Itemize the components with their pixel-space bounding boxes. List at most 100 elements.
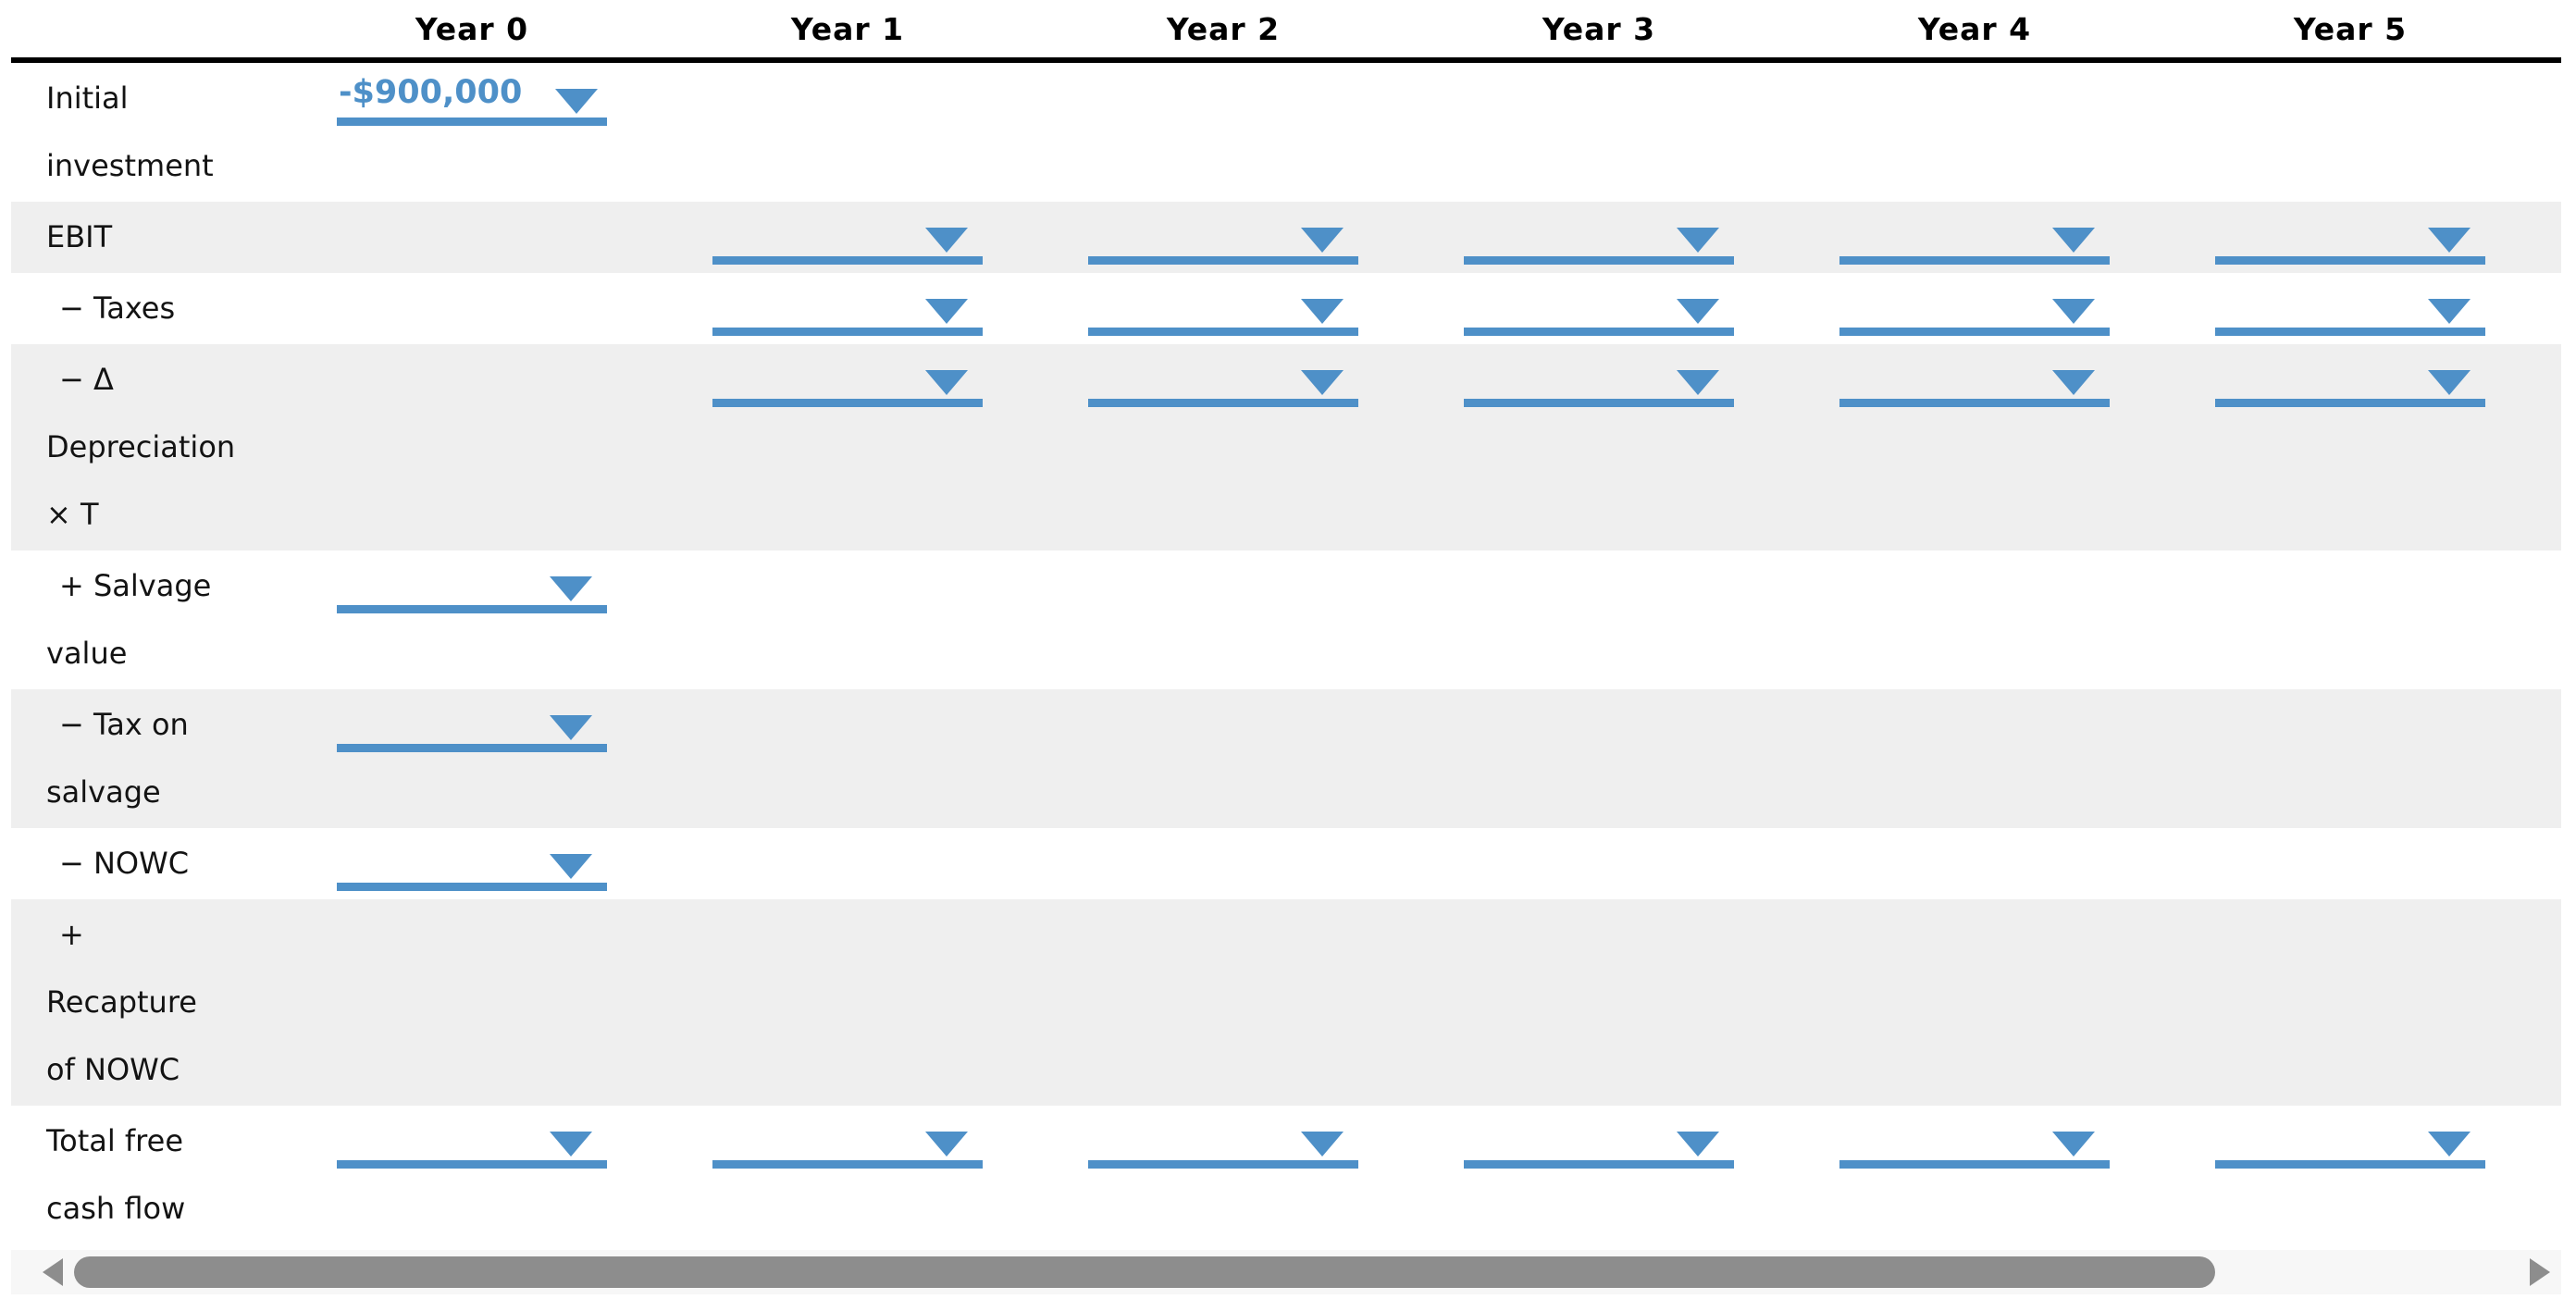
answer-dropdown-total-free-cash-flow-year-5[interactable]: [2215, 1107, 2485, 1169]
row-label-line: salvage: [46, 774, 161, 810]
column-header-year-1: Year 1: [790, 10, 905, 47]
answer-dropdown-taxes-year-2[interactable]: [1088, 275, 1358, 336]
answer-dropdown-ebit-year-5[interactable]: [2215, 204, 2485, 265]
table-row-taxes: − Taxes: [11, 273, 2561, 344]
cell-taxes-year-3: [1411, 275, 1787, 336]
cell-delta-depreciation-x-t-year-1: [660, 346, 1035, 407]
cell-nowc-year-0: [284, 830, 660, 891]
row-label-line: investment: [46, 148, 214, 183]
answer-dropdown-taxes-year-5[interactable]: [2215, 275, 2485, 336]
dropdown-value: -$900,000: [339, 74, 523, 111]
dropdown-arrow-icon: [550, 576, 592, 601]
row-label-line: × T: [46, 497, 99, 532]
answer-dropdown-delta-depreciation-x-t-year-2[interactable]: [1088, 346, 1358, 407]
scrollbar-thumb[interactable]: [74, 1256, 2215, 1288]
answer-dropdown-taxes-year-1[interactable]: [712, 275, 983, 336]
column-header-year-2: Year 2: [1166, 10, 1281, 47]
answer-dropdown-total-free-cash-flow-year-1[interactable]: [712, 1107, 983, 1169]
cell-taxes-year-4: [1787, 275, 2162, 336]
dropdown-arrow-icon: [2052, 228, 2095, 253]
answer-dropdown-total-free-cash-flow-year-2[interactable]: [1088, 1107, 1358, 1169]
row-label-ebit: EBIT: [11, 204, 284, 271]
cell-ebit-year-4: [1787, 204, 2162, 265]
dropdown-arrow-icon: [2428, 1132, 2471, 1157]
answer-dropdown-delta-depreciation-x-t-year-3[interactable]: [1464, 346, 1734, 407]
column-header-year-5: Year 5: [2293, 10, 2408, 47]
dropdown-arrow-icon: [555, 89, 598, 114]
cell-total-free-cash-flow-year-1: [660, 1107, 1035, 1169]
dropdown-arrow-icon: [2428, 299, 2471, 324]
row-label-line: − Tax on: [59, 707, 189, 742]
answer-dropdown-tax-on-salvage-year-0[interactable]: [337, 691, 607, 752]
cell-total-free-cash-flow-year-2: [1035, 1107, 1411, 1169]
cell-taxes-year-1: [660, 275, 1035, 336]
dropdown-arrow-icon: [550, 715, 592, 740]
row-label-taxes: − Taxes: [11, 275, 284, 342]
dropdown-arrow-icon: [1677, 228, 1719, 253]
answer-dropdown-taxes-year-4[interactable]: [1839, 275, 2110, 336]
dropdown-arrow-icon: [550, 854, 592, 879]
row-label-line: Depreciation: [46, 429, 236, 464]
dropdown-arrow-icon: [925, 228, 968, 253]
cell-total-free-cash-flow-year-5: [2162, 1107, 2538, 1169]
answer-dropdown-delta-depreciation-x-t-year-5[interactable]: [2215, 346, 2485, 407]
dropdown-arrow-icon: [925, 299, 968, 324]
dropdown-arrow-icon: [1301, 370, 1344, 395]
answer-dropdown-ebit-year-3[interactable]: [1464, 204, 1734, 265]
row-label-delta-depreciation-x-t: − Δ Depreciation × T: [11, 346, 284, 549]
answer-dropdown-ebit-year-2[interactable]: [1088, 204, 1358, 265]
answer-dropdown-salvage-value-year-0[interactable]: [337, 552, 607, 613]
row-label-line: + Salvage: [59, 568, 212, 603]
dropdown-arrow-icon: [2052, 370, 2095, 395]
cell-ebit-year-1: [660, 204, 1035, 265]
dropdown-arrow-icon: [1677, 370, 1719, 395]
table-row-salvage-value: + Salvage value: [11, 551, 2561, 689]
row-label-line: − Δ: [59, 362, 114, 397]
cell-total-free-cash-flow-year-4: [1787, 1107, 2162, 1169]
dropdown-arrow-icon: [2052, 1132, 2095, 1157]
answer-dropdown-delta-depreciation-x-t-year-1[interactable]: [712, 346, 983, 407]
scroll-right-icon[interactable]: [2530, 1258, 2550, 1286]
answer-dropdown-total-free-cash-flow-year-3[interactable]: [1464, 1107, 1734, 1169]
cell-ebit-year-2: [1035, 204, 1411, 265]
cell-delta-depreciation-x-t-year-3: [1411, 346, 1787, 407]
table-row-tax-on-salvage: − Tax on salvage: [11, 689, 2561, 828]
dropdown-arrow-icon: [550, 1132, 592, 1157]
cell-tax-on-salvage-year-0: [284, 691, 660, 752]
scroll-left-icon[interactable]: [43, 1258, 63, 1286]
answer-dropdown-total-free-cash-flow-year-4[interactable]: [1839, 1107, 2110, 1169]
cell-initial-investment-year-0: -$900,000: [284, 65, 660, 126]
row-label-line: − Taxes: [59, 291, 176, 326]
dropdown-arrow-icon: [1301, 1132, 1344, 1157]
row-label-line: Initial: [46, 80, 129, 116]
cell-delta-depreciation-x-t-year-5: [2162, 346, 2538, 407]
table-row-nowc: − NOWC: [11, 828, 2561, 899]
column-header-year-4: Year 4: [1917, 10, 2032, 47]
dropdown-arrow-icon: [1677, 1132, 1719, 1157]
cell-total-free-cash-flow-year-3: [1411, 1107, 1787, 1169]
answer-dropdown-total-free-cash-flow-year-0[interactable]: [337, 1107, 607, 1169]
cell-ebit-year-5: [2162, 204, 2538, 265]
answer-dropdown-nowc-year-0[interactable]: [337, 830, 607, 891]
row-label-tax-on-salvage: − Tax on salvage: [11, 691, 284, 826]
cell-total-free-cash-flow-year-0: [284, 1107, 660, 1169]
row-label-line: value: [46, 636, 128, 671]
answer-dropdown-taxes-year-3[interactable]: [1464, 275, 1734, 336]
answer-dropdown-ebit-year-4[interactable]: [1839, 204, 2110, 265]
answer-dropdown-delta-depreciation-x-t-year-4[interactable]: [1839, 346, 2110, 407]
answer-dropdown-ebit-year-1[interactable]: [712, 204, 983, 265]
horizontal-scrollbar[interactable]: [11, 1250, 2561, 1294]
cell-taxes-year-5: [2162, 275, 2538, 336]
cell-taxes-year-2: [1035, 275, 1411, 336]
row-label-salvage-value: + Salvage value: [11, 552, 284, 687]
dropdown-arrow-icon: [2052, 299, 2095, 324]
table-row-delta-depreciation-x-t: − Δ Depreciation × T: [11, 344, 2561, 551]
answer-dropdown-initial-investment-year-0[interactable]: -$900,000: [337, 65, 607, 126]
cell-delta-depreciation-x-t-year-4: [1787, 346, 2162, 407]
dropdown-arrow-icon: [1301, 299, 1344, 324]
row-label-line: of NOWC: [46, 1052, 180, 1087]
